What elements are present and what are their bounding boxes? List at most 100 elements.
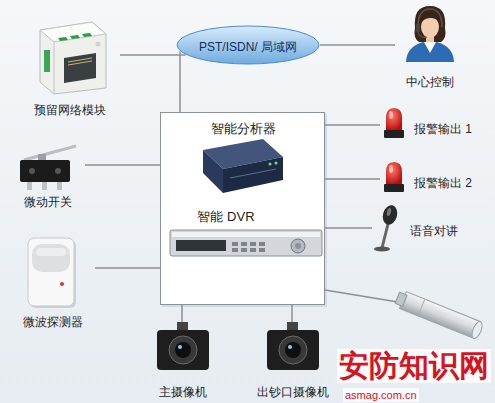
tube-sensor-icon (395, 292, 407, 306)
alarm-light-icon (386, 108, 402, 130)
text-holder: PST/ISDN/ 局域网 (176, 37, 320, 55)
network-module-icon (44, 50, 50, 72)
analyzer-device (223, 157, 283, 193)
dvr-device (241, 248, 247, 252)
alarm-light-icon (384, 108, 404, 192)
operator-icon (406, 6, 454, 62)
operator-icon (418, 32, 427, 37)
alarm-light-icon (389, 111, 393, 119)
micro-switch-icon (27, 182, 32, 190)
microwave-detector-icon (32, 244, 70, 272)
network-module-icon (68, 61, 92, 65)
dvr-device (250, 242, 256, 246)
camera-icon (279, 336, 307, 364)
node-label: 微波探测器 (23, 314, 83, 330)
camera-icon (288, 345, 292, 349)
dvr-device (232, 242, 238, 246)
microphone-icon (381, 204, 400, 227)
dvr-device (241, 242, 247, 246)
dvr-device (170, 230, 322, 256)
camera-icon (287, 322, 298, 331)
microwave-detector-icon (60, 282, 64, 286)
camera-icon (157, 330, 209, 370)
network-module: 预留网络模块 (20, 20, 120, 115)
operator-icon (424, 42, 436, 53)
node-label: 预留网络模块 (34, 102, 106, 118)
microphone-icon (374, 247, 390, 252)
text-holder: 智能分析器 (161, 119, 326, 137)
microwave-detector-icon (28, 238, 74, 306)
operator-icon (406, 41, 454, 62)
main-camera: 主摄像机 (140, 322, 225, 398)
text-holder: 报警输出 1 (414, 119, 478, 137)
analyzer-device (269, 163, 272, 166)
box-fill (160, 112, 327, 307)
micro-switch-icon (38, 154, 46, 161)
operator-icon (418, 9, 442, 27)
camera-icon (169, 336, 197, 364)
dvr-device (176, 240, 226, 251)
connector-line (120, 54, 186, 56)
text-holder: 微波探测器 (10, 312, 95, 330)
microwave-detector-icon (36, 248, 66, 256)
camera-icon (157, 322, 319, 370)
operator-icon (415, 6, 446, 42)
watermark-url: asmag.com.cn (343, 385, 419, 403)
center-control: 中心控制 (395, 2, 465, 90)
analyzer-device (230, 169, 276, 178)
dvr-device (172, 232, 320, 237)
sensor-wire (325, 290, 404, 303)
micro-switch: 微动开关 (10, 140, 85, 210)
alarm-light-icon (389, 165, 393, 173)
connector-line (291, 305, 293, 322)
network-module-icon (40, 22, 106, 94)
node-label: 中心控制 (406, 74, 454, 90)
network-module-icon (58, 37, 68, 41)
text-holder: 报警输出 2 (414, 173, 478, 191)
camera-icon (178, 345, 182, 349)
network-module-icon (82, 33, 92, 37)
microwave-detector-icon (28, 238, 76, 308)
dvr-device (259, 248, 265, 252)
alarm-light-icon (386, 162, 402, 184)
microphone-icon (386, 208, 392, 217)
dvr-device (295, 243, 301, 249)
text-holder: 预留网络模块 (20, 100, 120, 118)
connector-line (179, 52, 181, 112)
dvr-device (291, 239, 305, 253)
box-fill (160, 112, 325, 305)
node-label: 报警输出 2 (414, 175, 472, 191)
micro-switch-icon (55, 168, 61, 174)
micro-switch-icon (42, 182, 47, 190)
micro-switch-icon (29, 168, 35, 174)
node-label: 智能分析器 (211, 120, 276, 137)
operator-icon (420, 13, 441, 24)
dvr-device (170, 230, 322, 256)
node-label: 出钞口摄像机 (257, 384, 329, 400)
connector-line (181, 305, 183, 322)
node-label: 语音对讲 (410, 223, 458, 239)
connector-line (95, 267, 160, 269)
text-holder: 微动开关 (10, 192, 85, 210)
tube-sensor-icon (470, 320, 484, 340)
watermark: 安防知识网 (337, 349, 491, 383)
network-cloud: PST/ISDN/ 局域网 (176, 25, 320, 65)
connector-line (325, 178, 380, 180)
analyzer-device (275, 162, 278, 165)
camera-icon (175, 342, 191, 358)
text-holder: 智能 DVR (181, 207, 271, 225)
intelligent-box: 智能分析器智能 DVR (160, 112, 325, 305)
watermark: 安防知识网 (337, 349, 491, 383)
node-label: PST/ISDN/ 局域网 (199, 39, 297, 55)
connector-line (85, 164, 160, 166)
alarm-light-icon (384, 130, 404, 138)
micro-switch-icon (20, 146, 76, 190)
node-label: 主摄像机 (159, 384, 207, 400)
camera-icon (267, 330, 319, 370)
text-holder: 主摄像机 (140, 382, 225, 400)
connector-line (320, 44, 395, 46)
network-module-icon (40, 22, 106, 42)
node-label: 报警输出 1 (414, 121, 472, 137)
